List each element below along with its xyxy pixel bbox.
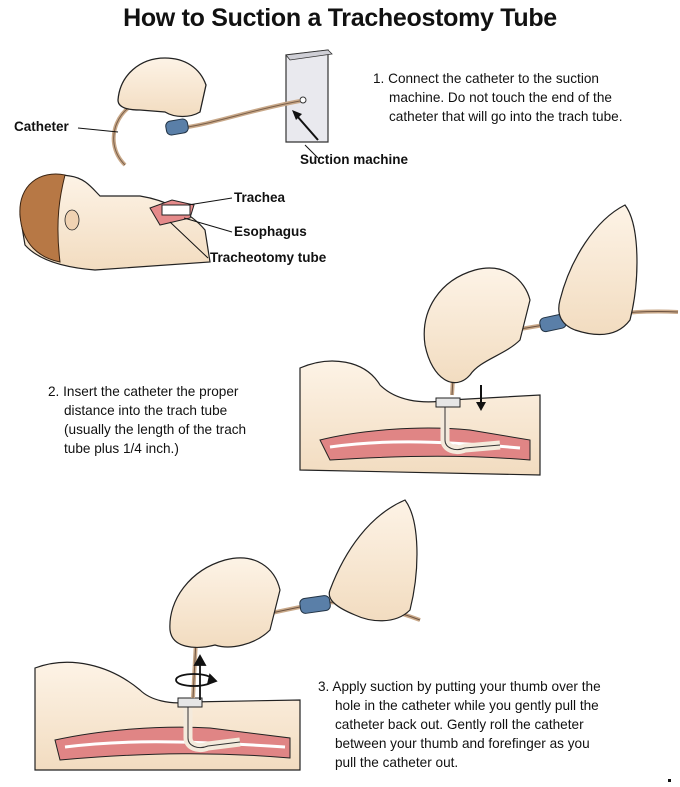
step-3-number: 3.	[318, 679, 330, 694]
label-trachea: Trachea	[234, 190, 286, 205]
hands-3	[169, 499, 418, 648]
hands-2	[423, 204, 638, 384]
step-1-line-2: machine. Do not touch the end of the	[389, 90, 612, 105]
step-2-text: 2. Insert the catheter the proper distan…	[48, 382, 246, 458]
leader-lines-1	[77, 127, 319, 259]
label-suction-machine: Suction machine	[300, 152, 409, 167]
arrow-to-machine	[292, 110, 319, 141]
patient-head-1	[19, 173, 211, 271]
step-1-line-3: catheter that will go into the trach tub…	[389, 109, 623, 124]
step-2-line-4: tube plus 1/4 inch.)	[64, 441, 179, 456]
label-esophagus: Esophagus	[234, 224, 307, 239]
label-catheter: Catheter	[14, 119, 69, 134]
neck-crosssection-3	[34, 661, 301, 771]
page-title: How to Suction a Tracheostomy Tube	[123, 4, 557, 32]
down-arrow-2	[476, 385, 486, 411]
step-2-line-1: Insert the catheter the proper	[63, 384, 239, 399]
step-3-line-4: between your thumb and forefinger as you	[335, 736, 590, 751]
step-1-number: 1.	[373, 71, 385, 86]
step-2-number: 2.	[48, 384, 60, 399]
rotate-arrows-3	[175, 654, 218, 700]
corner-dot	[668, 779, 671, 782]
step-3-line-2: hole in the catheter while you gently pu…	[335, 698, 599, 713]
step-3-line-5: pull the catheter out.	[335, 755, 459, 770]
neck-crosssection-2	[299, 360, 541, 476]
label-tracheotomy-tube: Tracheotomy tube	[210, 250, 327, 265]
step-3-line-3: catheter back out. Gently roll the cathe…	[335, 717, 584, 732]
step-3-line-1: Apply suction by putting your thumb over…	[332, 679, 601, 694]
step-1-text: 1. Connect the catheter to the suction m…	[373, 69, 623, 126]
step-3-text: 3. Apply suction by putting your thumb o…	[318, 677, 601, 772]
step-2-line-3: (usually the length of the trach	[64, 422, 247, 437]
step-2-line-2: distance into the trach tube	[64, 403, 228, 418]
hand-1	[117, 57, 207, 118]
step-1-line-1: Connect the catheter to the suction	[388, 71, 599, 86]
